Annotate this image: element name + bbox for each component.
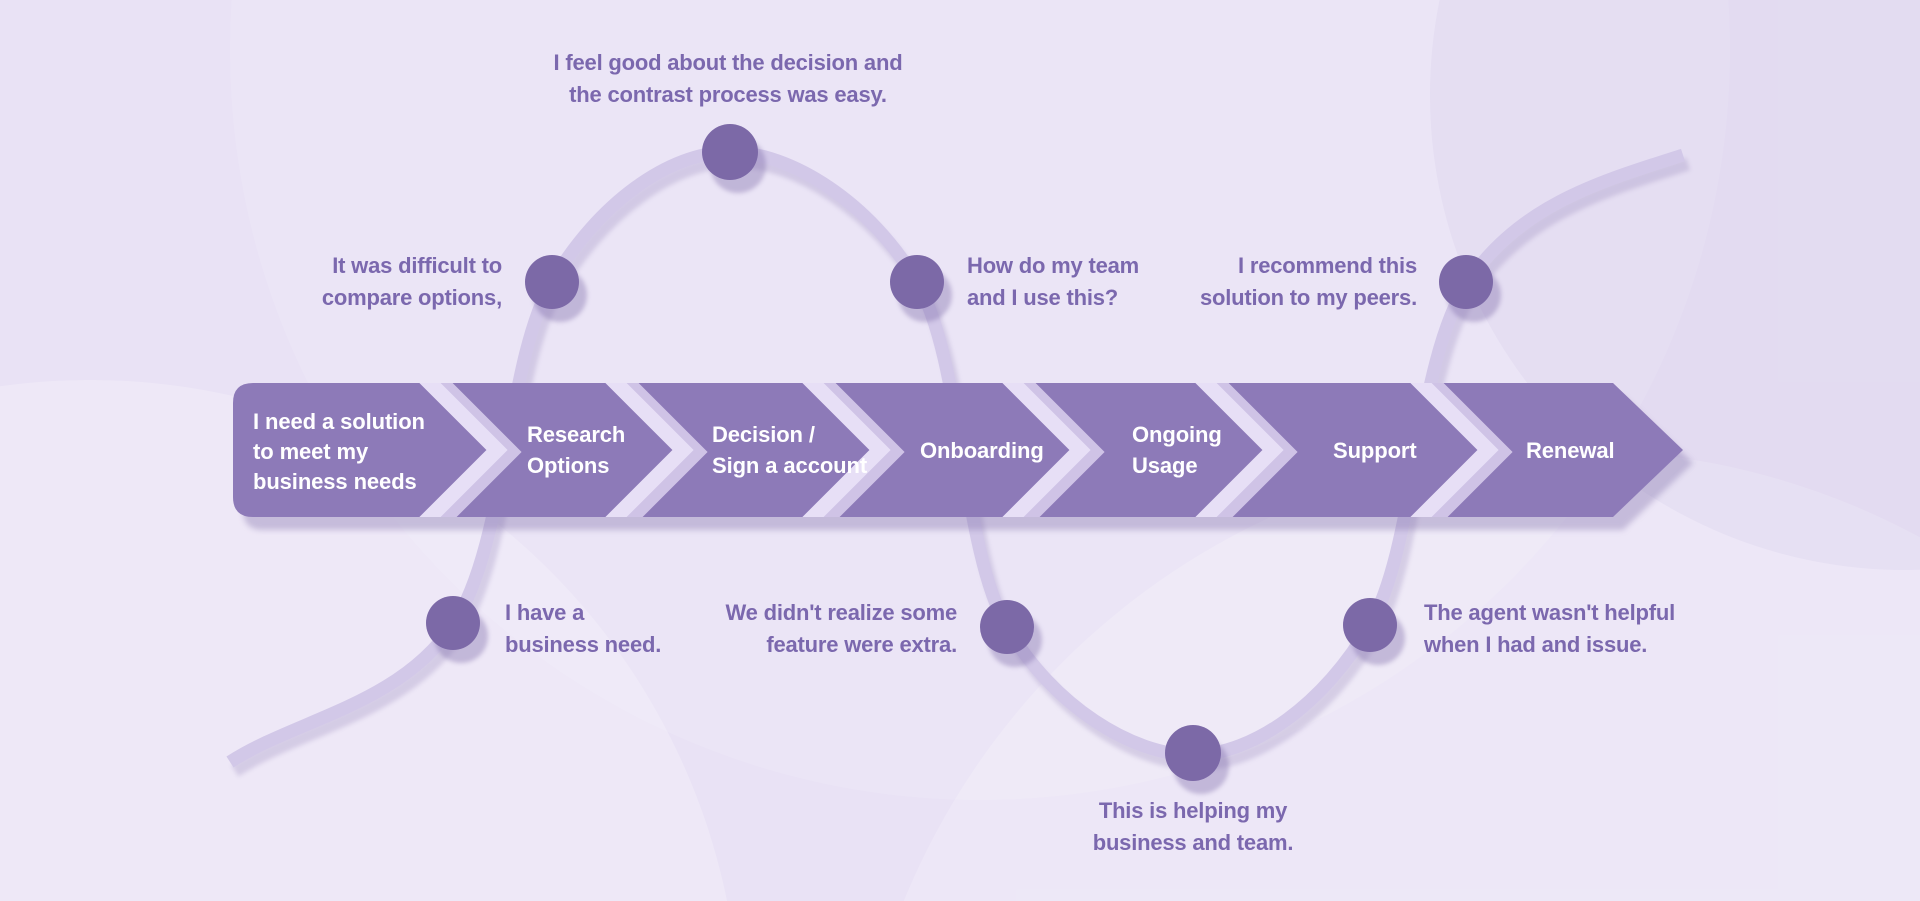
dot-support	[1343, 598, 1397, 652]
stage-label-line: to meet my	[253, 439, 369, 464]
annotation-line: I feel good about the decision and	[553, 50, 903, 75]
separator-chevron	[602, 383, 694, 517]
separator-shade	[616, 383, 708, 517]
annotation-helping: This is helping my business and team.	[993, 795, 1393, 859]
annotation-extra-features: We didn't realize some feature were extr…	[657, 597, 958, 661]
dot-research	[525, 255, 579, 309]
stage-label-decision: Decision / Sign a account	[712, 419, 867, 481]
annotation-onboarding: How do my team and I use this?	[967, 250, 1287, 314]
annotation-line: solution to my peers.	[1199, 285, 1417, 310]
annotation-support: The agent wasn't helpful when I had and …	[1424, 597, 1744, 661]
stage-label-research-options: Research Options	[527, 419, 625, 481]
separator-chevron	[416, 383, 508, 517]
stage-label-line: Renewal	[1526, 438, 1615, 463]
stage-label-line: Onboarding	[920, 438, 1044, 463]
stage-label-onboarding: Onboarding	[920, 435, 1044, 466]
stage-label-renewal: Renewal	[1526, 435, 1615, 466]
separator-shade	[813, 383, 905, 517]
dot-onboarding	[890, 255, 944, 309]
annotation-renewal: I recommend this solution to my peers.	[1117, 250, 1417, 314]
stage-separators	[416, 383, 1513, 517]
stage-label-line: Support	[1333, 438, 1417, 463]
separator-chevron	[799, 383, 891, 517]
annotation-line: feature were extra.	[766, 632, 957, 657]
stage-label-line: Usage	[1132, 453, 1198, 478]
separator-shade	[1421, 383, 1513, 517]
separator-shade	[1206, 383, 1298, 517]
stage-label-ongoing-usage: Ongoing Usage	[1132, 419, 1222, 481]
stage-label-need-solution: I need a solution to meet my business ne…	[253, 407, 425, 497]
separator-chevron	[1192, 383, 1284, 517]
annotation-line: business need.	[505, 632, 662, 657]
stage-label-support: Support	[1333, 435, 1417, 466]
annotation-research: It was difficult to compare options,	[202, 250, 502, 314]
separator-shade	[430, 383, 522, 517]
annotation-line: It was difficult to	[332, 253, 502, 278]
separator-chevron	[1407, 383, 1499, 517]
annotation-line: This is helping my	[1098, 798, 1288, 823]
stage-label-line: Ongoing	[1132, 422, 1222, 447]
dot-business-need	[426, 596, 480, 650]
annotation-line: I recommend this	[1238, 253, 1417, 278]
stage-label-line: Options	[527, 453, 610, 478]
dot-renewal	[1439, 255, 1493, 309]
dot-extra-features	[980, 600, 1034, 654]
annotation-line: How do my team	[967, 253, 1140, 278]
annotation-line: We didn't realize some	[725, 600, 958, 625]
stage-label-line: Sign a account	[712, 453, 868, 478]
annotation-business-need: I have a business need.	[505, 597, 805, 661]
stage-label-line: Research	[527, 422, 626, 447]
annotation-line: the contrast process was easy.	[569, 82, 887, 107]
journey-band	[233, 383, 1683, 517]
annotation-line: I have a	[505, 600, 585, 625]
annotation-line: when I had and issue.	[1424, 632, 1648, 657]
stage-label-line: Decision /	[712, 422, 815, 447]
annotation-line: and I use this?	[967, 285, 1119, 310]
dot-decision-peak	[702, 124, 758, 180]
journey-dots	[426, 124, 1493, 781]
separator-shade	[1013, 383, 1105, 517]
stage-label-line: I need a solution	[253, 409, 425, 434]
annotation-line: compare options,	[321, 285, 502, 310]
stage-label-line: business needs	[253, 469, 417, 494]
annotation-line: business and team.	[1092, 830, 1294, 855]
annotation-decision-peak: I feel good about the decision and the c…	[478, 47, 978, 111]
dot-usage-bottom	[1165, 725, 1221, 781]
separator-chevron	[999, 383, 1091, 517]
annotation-line: The agent wasn't helpful	[1424, 600, 1676, 625]
